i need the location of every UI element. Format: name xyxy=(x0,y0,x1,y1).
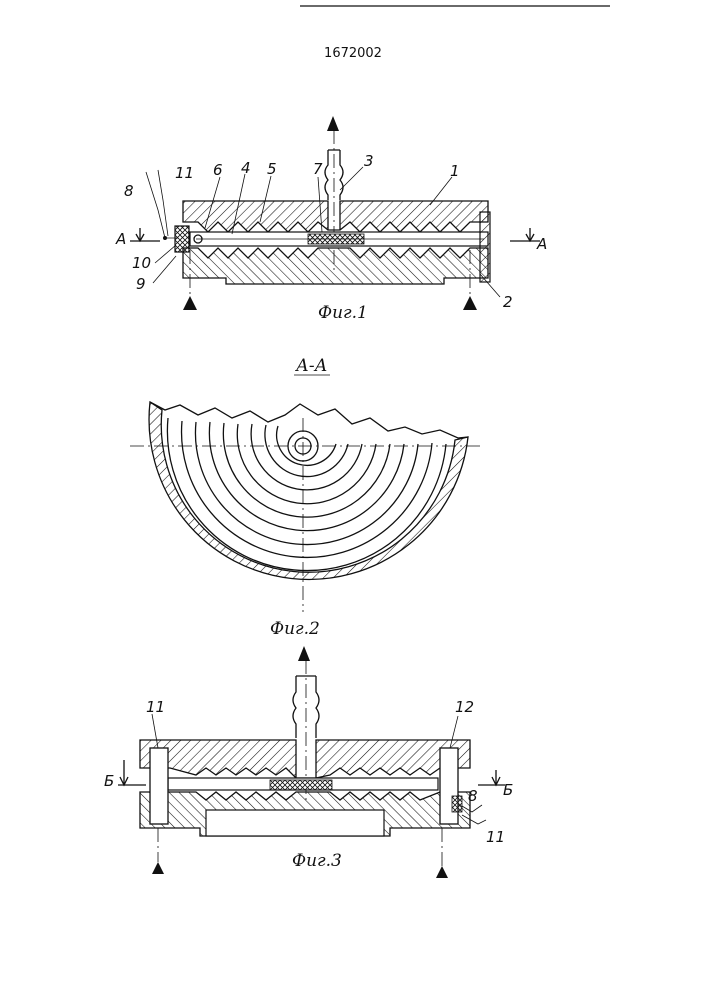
callout-9: 9 xyxy=(136,275,146,293)
callout-4: 4 xyxy=(241,159,251,177)
callout-7: 7 xyxy=(313,160,323,178)
left-support-fig3 xyxy=(152,862,164,874)
right-support xyxy=(463,296,477,310)
section-mark-a-left: А xyxy=(115,230,126,248)
section-mark-b-right: Б xyxy=(503,781,513,799)
figure-3: Б Б 11 12 8 11 Фиг.3 xyxy=(104,646,513,878)
terminal-block xyxy=(175,226,189,252)
callout-5: 5 xyxy=(267,160,277,178)
section-mark-b-left: Б xyxy=(104,772,114,790)
figure-3-caption: Фиг.3 xyxy=(292,851,342,871)
upper-cover-fig3 xyxy=(140,740,470,778)
section-mark-a-right: А xyxy=(536,235,547,253)
figure-2-caption: Фиг.2 xyxy=(270,619,320,639)
callout-6: 6 xyxy=(213,161,223,179)
callout-12-fig3: 12 xyxy=(455,698,474,716)
left-pocket xyxy=(150,748,168,824)
callout-11-fig3-right: 11 xyxy=(486,828,505,846)
lower-housing xyxy=(183,248,488,284)
figure-2-title: А-А xyxy=(295,356,328,376)
right-pocket xyxy=(440,748,458,824)
porous-insert xyxy=(308,234,364,244)
porous-insert-fig3 xyxy=(270,780,332,790)
callout-11-fig3-left: 11 xyxy=(146,698,165,716)
upper-housing xyxy=(183,201,488,232)
callout-10: 10 xyxy=(132,254,151,272)
outlet-arrow xyxy=(327,116,339,131)
callout-8-fig3: 8 xyxy=(468,787,478,805)
left-support xyxy=(183,296,197,310)
outer-shell xyxy=(149,402,468,579)
outlet-arrow-fig3 xyxy=(298,646,310,661)
callout-8: 8 xyxy=(124,182,134,200)
figure-1: А А 11 8 6 4 5 7 3 1 10 9 2 Фиг.1 xyxy=(115,116,547,323)
wire-11 xyxy=(158,170,168,236)
callout-1: 1 xyxy=(450,162,460,180)
wire-8 xyxy=(146,172,178,238)
right-support-fig3 xyxy=(436,866,448,878)
callout-11: 11 xyxy=(175,164,194,182)
figure-1-caption: Фиг.1 xyxy=(318,303,368,323)
document-number: 1672002 xyxy=(324,46,382,61)
callout-3: 3 xyxy=(364,152,374,170)
callout-2: 2 xyxy=(503,293,513,311)
figure-2: А-А Фиг.2 xyxy=(130,356,480,639)
